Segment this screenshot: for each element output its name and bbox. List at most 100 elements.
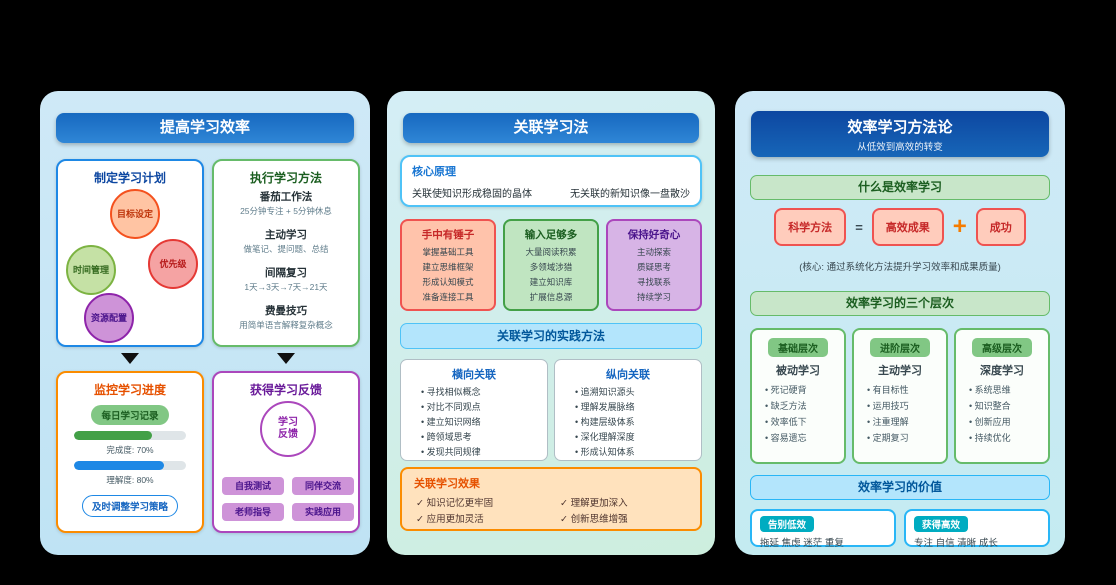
feedback-item-self-test: 自我测试 [222,477,284,495]
level-badge: 基础层次 [768,338,828,357]
level-item: • 容易遗忘 [765,433,807,443]
value-bar: 效率学习的价值 [750,475,1050,500]
level-badge-wrap: 进阶层次 [854,330,946,357]
pillar-hammer: 手中有锤子 掌握基础工具 建立思维框架 形成认知模式 准备连接工具 [400,219,496,311]
effect-item: ✓ 知识记忆更牢固 [416,498,494,509]
bubble-time-management: 时间管理 [66,245,116,295]
method-feynman: 费曼技巧 用简单语言解释复杂概念 [218,303,354,331]
level-item: • 运用技巧 [867,401,909,411]
execute-box: 执行学习方法 番茄工作法 25分钟专注 + 5分钟休息 主动学习 做笔记、提问题… [212,159,360,347]
level-basic-box: 基础层次 被动学习 • 死记硬背 • 缺乏方法 • 效率低下 • 容易遗忘 [750,328,846,464]
practice-box-title: 纵向关联 [606,369,650,381]
level-item: • 创新应用 [969,417,1011,427]
plan-title: 制定学习计划 [93,171,166,185]
feedback-item-teacher-guidance: 老师指导 [222,503,284,521]
panel3-header: 效率学习方法论 从低效到高效的转变 [751,111,1049,157]
value-text: 拖延 焦虑 迷茫 重复 [760,538,844,549]
pillar-item: 掌握基础工具 [422,247,474,257]
core-principle-box: 核心原理 关联使知识形成稳固的晶体 无关联的新知识像一盘散沙 [400,155,702,207]
level-item: • 有目标性 [867,385,909,395]
method-name: 间隔复习 [265,267,307,279]
effects-title: 关联学习效果 [414,478,480,490]
formula-scientific-method: 科学方法 [774,208,847,246]
pillar-item: 主动探索 [636,247,671,257]
levels-bar: 效率学习的三个层次 [750,291,1050,316]
practice-item: • 构建层级体系 [575,417,635,427]
practice-box-title: 横向关联 [452,369,496,381]
monitor-box: 监控学习进度 每日学习记录 完成度: 70% 理解度: 80% 及时调整学习策略 [56,371,204,533]
level-item: • 定期复习 [867,433,909,443]
feedback-item-peer-exchange: 同伴交流 [292,477,354,495]
core-principle-title: 核心原理 [412,166,456,178]
bubble-resource-allocation: 资源配置 [84,293,134,343]
level-item: • 缺乏方法 [765,401,807,411]
panel-improve-efficiency: 提高学习效率 制定学习计划 目标设定 时间管理 优先级 资源配置 执行学习方法 … [40,91,370,555]
core-principle-right: 无关联的新知识像一盘散沙 [570,189,690,200]
bubble-priority: 优先级 [148,239,198,289]
pillar-title: 保持好奇心 [627,229,681,241]
method-name: 费曼技巧 [265,305,307,317]
understanding-progressbar [74,461,186,470]
feedback-title: 获得学习反馈 [249,383,322,397]
practice-item: • 形成认知体系 [575,447,635,457]
effect-item: ✓ 理解更加深入 [560,498,628,509]
pillar-item: 形成认知模式 [422,277,474,287]
value-badge: 获得高效 [914,516,969,532]
level-item: • 系统思维 [969,385,1011,395]
feedback-box: 获得学习反馈 学习反馈 自我测试 同伴交流 老师指导 实践应用 [212,371,360,533]
level-badge: 高级层次 [972,338,1032,357]
level-item: • 持续优化 [969,433,1011,443]
level-badge-wrap: 高级层次 [956,330,1048,357]
level-advanced-box: 高级层次 深度学习 • 系统思维 • 知识整合 • 创新应用 • 持续优化 [954,328,1050,464]
effects-box: 关联学习效果 ✓ 知识记忆更牢固 ✓ 理解更加深入 ✓ 应用更加灵活 ✓ 创新思… [400,467,702,531]
adjust-wrap: 及时调整学习策略 [58,495,202,517]
value-box-efficient: 获得高效 专注 自信 清晰 成长 [904,509,1050,549]
plus-icon: + [952,213,967,240]
level-item: • 效率低下 [765,417,807,427]
feedback-circle: 学习反馈 [260,401,316,457]
method-desc: 用简单语言解释复杂概念 [239,320,333,330]
panel-efficiency-methodology: 效率学习方法论 从低效到高效的转变 什么是效率学习 科学方法 = 高效成果 + … [735,91,1065,555]
pillar-input: 输入足够多 大量阅读积累 多领域涉猎 建立知识库 扩展信息源 [503,219,599,311]
practice-item: • 发现共同规律 [421,447,481,457]
down-arrow-icon [121,353,139,364]
effect-item: ✓ 创新思维增强 [560,514,628,525]
pillar-item: 建立知识库 [529,277,573,287]
method-active-learning: 主动学习 做笔记、提问题、总结 [218,227,354,255]
level-intermediate-box: 进阶层次 主动学习 • 有目标性 • 运用技巧 • 注重理解 • 定期复习 [852,328,948,464]
daily-record-wrap: 每日学习记录 [58,405,202,425]
pillar-item: 扩展信息源 [529,292,573,302]
understanding-progress-fill [74,461,164,470]
panel2-title: 关联学习法 [403,113,699,143]
method-desc: 1天→3天→7天→21天 [244,282,328,292]
completion-progressbar [74,431,186,440]
pillar-item: 多领域涉猎 [529,262,573,272]
pillar-title: 手中有锤子 [421,229,475,241]
feedback-circle-label: 学习反馈 [278,417,298,440]
execute-title: 执行学习方法 [249,171,322,185]
method-name: 主动学习 [265,229,307,241]
pillar-item: 寻找联系 [636,277,671,287]
pillar-curiosity: 保持好奇心 主动探索 质疑思考 寻找联系 持续学习 [606,219,702,311]
level-item: • 知识整合 [969,401,1011,411]
panel3-subtitle: 从低效到高效的转变 [857,142,943,153]
formula-row: 科学方法 = 高效成果 + 成功 [735,207,1065,247]
method-spaced-review: 间隔复习 1天→3天→7天→21天 [218,265,354,293]
practice-item: • 理解发展脉络 [575,402,635,412]
panel1-title: 提高学习效率 [56,113,354,143]
plan-box: 制定学习计划 目标设定 时间管理 优先级 资源配置 [56,159,204,347]
formula-success: 成功 [975,208,1026,246]
value-box-inefficient: 告别低效 拖延 焦虑 迷茫 重复 [750,509,896,549]
what-is-bar: 什么是效率学习 [750,175,1050,200]
equals-sign: = [855,219,863,235]
understanding-label: 理解度: 80% [106,475,154,485]
method-pomodoro: 番茄工作法 25分钟专注 + 5分钟休息 [218,189,354,217]
monitor-title: 监控学习进度 [93,383,166,397]
pillar-item: 准备连接工具 [422,292,474,302]
level-item: • 死记硬背 [765,385,807,395]
method-desc: 25分钟专注 + 5分钟休息 [240,206,332,216]
feedback-item-practice: 实践应用 [292,503,354,521]
vertical-association-box: 纵向关联 • 追溯知识源头 • 理解发展脉络 • 构建层级体系 • 深化理解深度… [554,359,702,461]
completion-progress-fill [74,431,153,440]
down-arrow-icon [277,353,295,364]
